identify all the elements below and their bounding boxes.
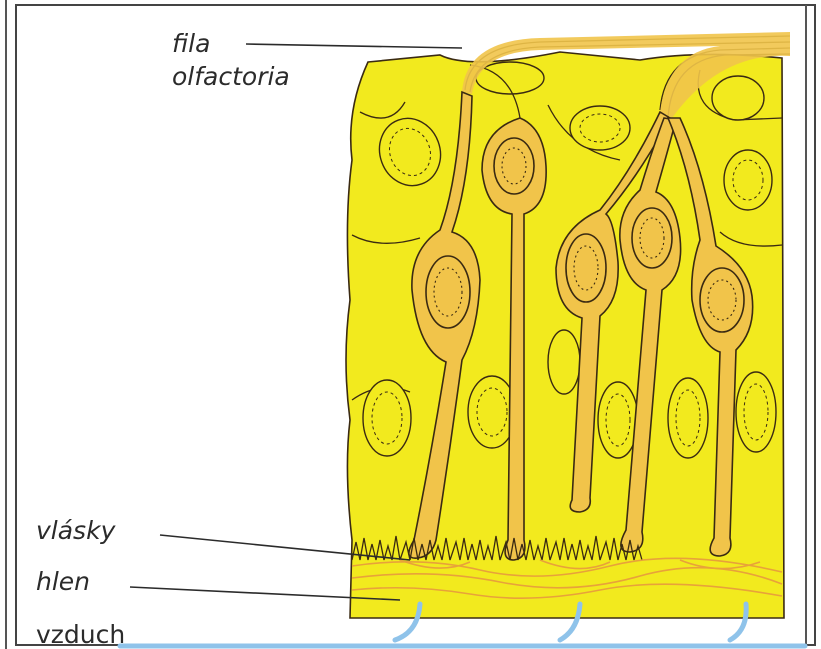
label-vzduch: vzduch xyxy=(36,620,125,649)
leader-fila xyxy=(246,44,462,48)
label-fila: fila xyxy=(172,29,210,58)
label-hlen: hlen xyxy=(36,567,90,596)
label-vlasky: vlásky xyxy=(36,516,117,545)
label-olfactoria: olfactoria xyxy=(172,62,290,91)
